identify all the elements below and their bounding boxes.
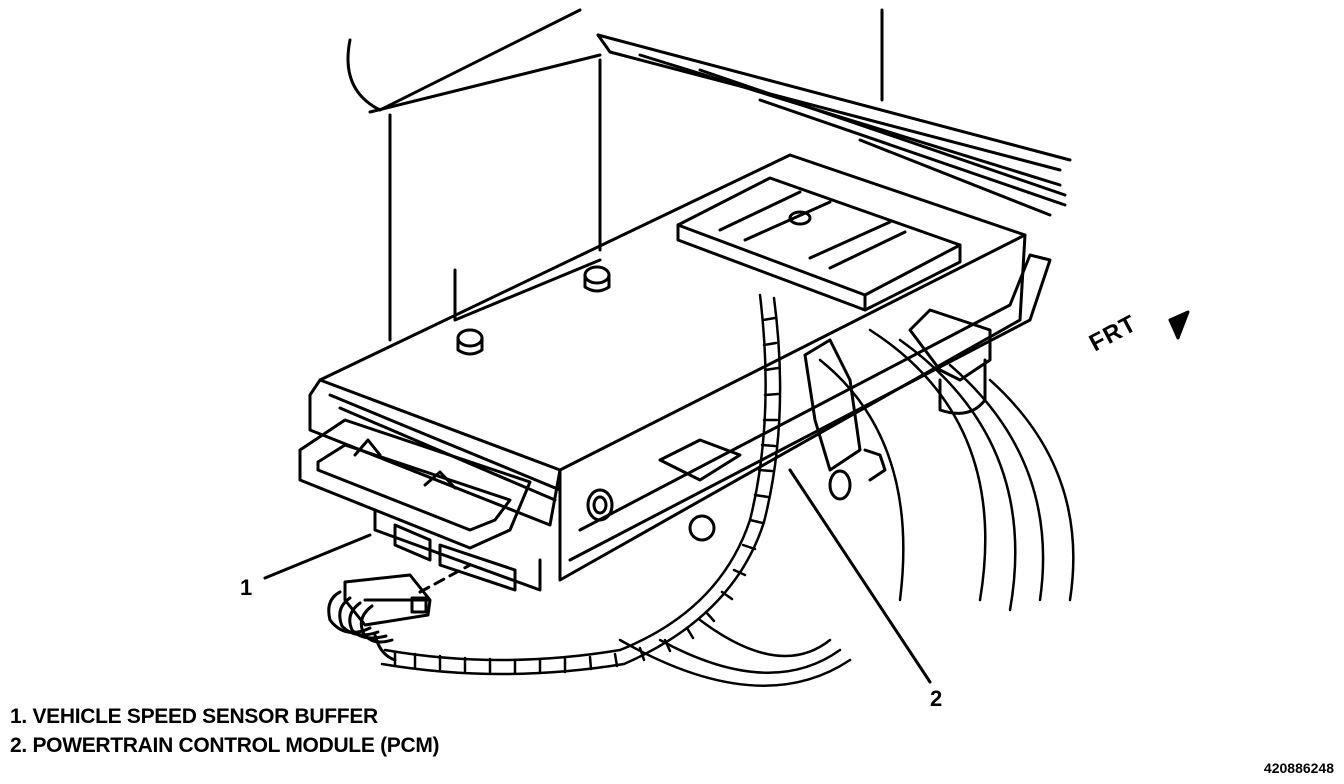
legend-item-vss-buffer: 1. VEHICLE SPEED SENSOR BUFFER: [10, 705, 378, 728]
floor-arcs: [618, 328, 1075, 687]
pcm-housing: [308, 153, 1027, 582]
callout-2: 2: [930, 686, 943, 711]
figure-id: 420886248: [1263, 760, 1334, 776]
wiring-harness: [380, 293, 782, 676]
alignment-dashed-line: [418, 563, 472, 594]
cab-structure: [346, 8, 884, 342]
legend-item-pcm: 2. POWERTRAIN CONTROL MODULE (PCM): [10, 734, 440, 757]
leader-line-2: [788, 468, 932, 684]
callout-1: 1: [240, 575, 253, 600]
vss-buffer: [327, 573, 432, 662]
front-arrow-icon: [1168, 310, 1190, 340]
dash-panel: [596, 33, 1072, 217]
pcm-connectors: [298, 418, 542, 592]
mounting-bracket: [568, 253, 1052, 562]
leader-line-1: [263, 533, 372, 580]
legend: 1. VEHICLE SPEED SENSOR BUFFER 2. POWERT…: [10, 702, 440, 760]
